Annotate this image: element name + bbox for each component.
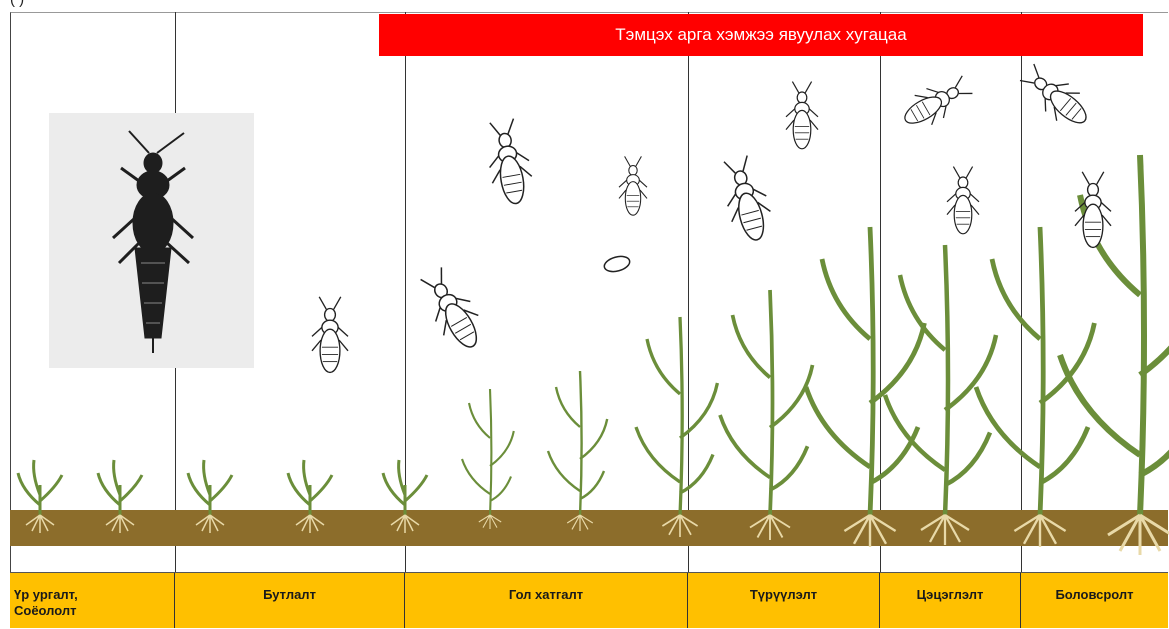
stage-label: Үр ургалт, (14, 587, 174, 603)
stage-label: Бутлалт (263, 587, 316, 628)
stage-label: Цэцэглэлт (917, 587, 984, 628)
thrips-insect-icon (312, 58, 1111, 372)
stage-ripening: Боловсролт (1021, 573, 1168, 628)
stage-label: Түрүүлэлт (750, 587, 817, 628)
cereal-plant-icon (18, 155, 1169, 555)
stage-label: Соёололт (14, 603, 174, 619)
growth-stage-bar: Үр ургалт, Соёололт Бутлалт Гол хатгалт … (10, 572, 1168, 628)
stage-tillering: Бутлалт (175, 573, 405, 628)
stage-germination: Үр ургалт, Соёололт (10, 573, 175, 628)
stage-stem-elongation: Гол хатгалт (405, 573, 688, 628)
stage-heading: Түрүүлэлт (688, 573, 880, 628)
stage-label: Боловсролт (1055, 587, 1133, 628)
stage-flowering: Цэцэглэлт (880, 573, 1021, 628)
thrips-egg-icon (603, 254, 632, 274)
stage-label: Гол хатгалт (509, 587, 583, 628)
